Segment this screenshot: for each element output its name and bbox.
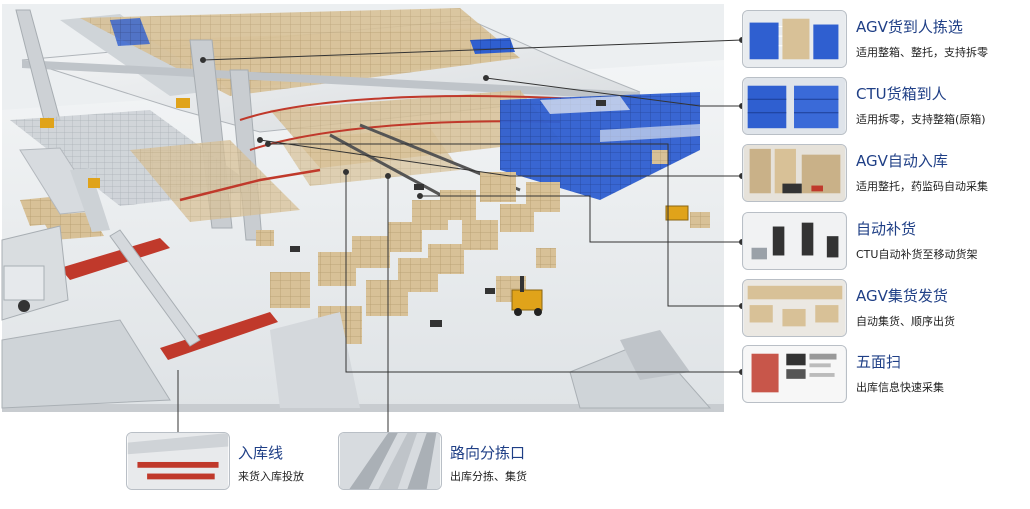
inbound-conveyors	[1, 225, 712, 409]
callout-desc: 适用整托，药监码自动采集	[856, 180, 988, 193]
callout-desc: 自动集货、顺序出货	[856, 315, 955, 328]
callout-title: AGV集货发货	[856, 287, 948, 305]
left-shelving	[10, 110, 300, 240]
blue-rack-area	[500, 92, 700, 200]
callout-route-sorting: 路向分拣口 出库分拣、集货	[338, 432, 538, 490]
agv-goods-to-person-photo	[742, 10, 847, 68]
ctu-box-to-person-photo	[742, 77, 847, 135]
callout-desc: 出库分拣、集货	[450, 470, 527, 483]
callout-title: 路向分拣口	[450, 444, 526, 462]
leader-lines	[177, 37, 745, 432]
agv-consolidation-photo	[742, 279, 847, 337]
callout-title: 入库线	[238, 444, 284, 462]
callout-title: 五面扫	[856, 353, 902, 371]
callout-five-side-scan: 五面扫 出库信息快速采集	[742, 345, 1030, 403]
callout-desc: CTU自动补货至移动货架	[856, 248, 978, 261]
callout-agv-goods-to-person: AGV货到人拣选 适用整箱、整托，支持拆零	[742, 10, 1030, 68]
inbound-line-photo	[126, 432, 230, 490]
callout-auto-replenishment: 自动补货 CTU自动补货至移动货架	[742, 212, 1030, 270]
callout-desc: 来货入库投放	[238, 470, 304, 483]
forklifts	[40, 98, 689, 316]
callout-ctu-box-to-person: CTU货箱到人 适用拆零，支持整箱(原箱)	[742, 77, 1030, 135]
callout-inbound-line: 入库线 来货入库投放	[126, 432, 326, 490]
callout-title: AGV货到人拣选	[856, 18, 963, 36]
callout-desc: 适用拆零，支持整箱(原箱)	[856, 113, 986, 126]
five-side-scan-photo	[742, 345, 847, 403]
callout-title: AGV自动入库	[856, 152, 948, 170]
callout-desc: 适用整箱、整托，支持拆零	[856, 46, 988, 59]
route-sorting-photo	[338, 432, 442, 490]
small-agvs	[290, 100, 606, 327]
agv-auto-inbound-photo	[742, 144, 847, 202]
auto-replenishment-photo	[742, 212, 847, 270]
callout-title: CTU货箱到人	[856, 85, 947, 103]
callout-title: 自动补货	[856, 220, 917, 238]
callout-agv-auto-inbound: AGV自动入库 适用整托，药监码自动采集	[742, 144, 1030, 202]
callout-agv-consolidation: AGV集货发货 自动集货、顺序出货	[742, 279, 1030, 337]
callout-desc: 出库信息快速采集	[856, 381, 944, 394]
